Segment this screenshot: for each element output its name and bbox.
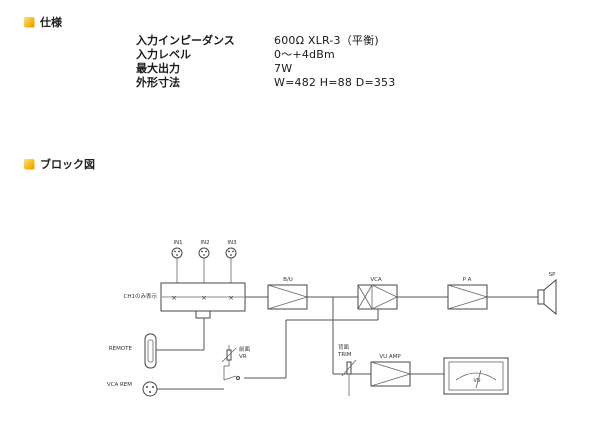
remote-label: REMOTE <box>109 346 133 352</box>
spec-row: 入力インピーダンス 600Ω XLR-3（平衡) <box>136 34 395 48</box>
mixer-label: CH1のみ表示 <box>124 292 158 300</box>
spec-row: 入力レベル 0～+4dBm <box>136 48 395 62</box>
spec-row: 最大出力 7W <box>136 62 395 76</box>
trim-label: TRIM <box>337 352 352 358</box>
input-in1: IN1 <box>171 240 183 259</box>
xlr-in3-icon <box>225 247 237 259</box>
pa-block: P A <box>447 277 489 310</box>
xlr-in1-icon <box>171 247 183 259</box>
vca-rem-connector: VCA REM <box>107 381 158 397</box>
spec-value: 0～+4dBm <box>274 48 335 61</box>
remote-connector-icon <box>144 333 157 369</box>
spec-heading: 仕様 <box>24 14 62 30</box>
input-in2: IN2 <box>198 240 210 259</box>
vca-rem-connector-icon <box>142 381 158 397</box>
trim-label-top: 背面 <box>338 343 350 351</box>
bullet-square-icon <box>24 159 34 169</box>
spec-value: 7W <box>274 62 293 75</box>
vca-block: VCA <box>357 277 398 310</box>
vca-rem-label: VCA REM <box>107 382 132 388</box>
block-diagram-heading-text: ブロック図 <box>40 158 95 171</box>
spec-row: 外形寸法 W=482 H=88 D=353 <box>136 76 395 90</box>
bullet-square-icon <box>24 17 34 27</box>
input-in3-label: IN3 <box>227 240 237 246</box>
spec-table: 入力インピーダンス 600Ω XLR-3（平衡) 入力レベル 0～+4dBm 最大出力 7… <box>136 34 395 90</box>
spec-label: 入力インピーダンス <box>136 34 235 47</box>
vr-label: VR <box>239 354 247 360</box>
svg-text:×: × <box>201 294 207 302</box>
svg-text:×: × <box>228 294 234 302</box>
vca-label: VCA <box>370 277 382 283</box>
vr-potentiometer: 前面 VR <box>221 345 251 381</box>
speaker-icon: SP <box>537 272 557 316</box>
spec-label: 外形寸法 <box>136 76 180 89</box>
xlr-in2-icon <box>198 247 210 259</box>
vu-amp-block: VU AMP <box>370 354 412 387</box>
sp-label: SP <box>549 272 556 278</box>
bu-label: B/U <box>283 277 293 283</box>
remote-connector: REMOTE <box>109 333 157 369</box>
mixer-block: × × × CH1のみ表示 <box>124 282 246 312</box>
vu-meter-icon: VU <box>443 357 509 395</box>
svg-text:×: × <box>171 294 177 302</box>
spec-label: 入力レベル <box>136 48 191 61</box>
spec-label: 最大出力 <box>136 62 180 75</box>
bu-block: B/U <box>267 277 309 310</box>
spec-value: W=482 H=88 D=353 <box>274 76 396 89</box>
input-in3: IN3 <box>225 240 237 259</box>
input-in2-label: IN2 <box>200 240 209 246</box>
spec-heading-text: 仕様 <box>40 16 62 29</box>
vr-label-top: 前面 <box>239 345 251 353</box>
vu-amp-label: VU AMP <box>379 354 401 360</box>
block-diagram-heading: ブロック図 <box>24 156 95 172</box>
pa-label: P A <box>463 277 472 283</box>
spec-value: 600Ω XLR-3（平衡) <box>274 34 379 47</box>
input-in1-label: IN1 <box>173 240 182 246</box>
vu-label: VU <box>473 378 480 384</box>
trim-potentiometer: 背面 TRIM <box>337 343 357 396</box>
